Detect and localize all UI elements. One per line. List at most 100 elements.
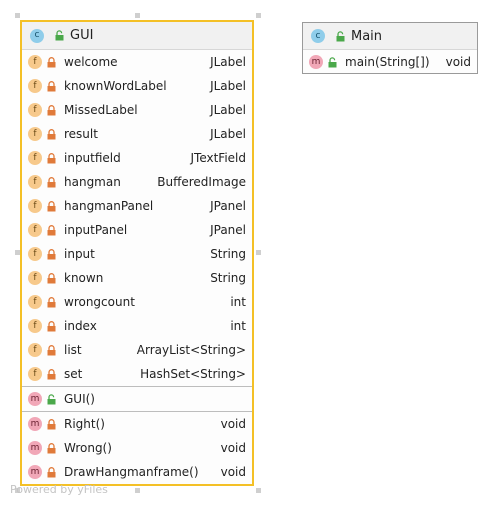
member-type: void — [220, 441, 246, 455]
class-title: GUI — [70, 28, 94, 43]
member-type: String — [210, 271, 246, 285]
private-visibility-icon — [46, 466, 56, 478]
member-type: String — [210, 247, 246, 261]
method-row[interactable]: m GUI() — [22, 387, 252, 411]
resize-handle[interactable] — [135, 13, 140, 18]
member-name: hangmanPanel — [64, 199, 154, 213]
class-header: c Main — [303, 23, 477, 50]
field-row[interactable]: f hangmanPanel JPanel — [22, 194, 252, 218]
member-type: JLabel — [210, 79, 246, 93]
field-row[interactable]: f hangman BufferedImage — [22, 170, 252, 194]
field-icon: f — [28, 79, 42, 93]
member-type: JPanel — [210, 223, 246, 237]
field-row[interactable]: f result JLabel — [22, 122, 252, 146]
class-icon: c — [311, 29, 325, 43]
field-icon: f — [28, 151, 42, 165]
class-icon: c — [30, 28, 44, 43]
member-name: inputPanel — [64, 223, 128, 237]
private-visibility-icon — [46, 104, 56, 116]
member-type: int — [230, 295, 246, 309]
member-type: int — [230, 319, 246, 333]
resize-handle[interactable] — [15, 250, 20, 255]
field-icon: f — [28, 343, 42, 357]
member-name: Right() — [64, 417, 105, 431]
member-name: wrongcount — [64, 295, 135, 309]
method-icon: m — [309, 55, 323, 69]
member-name: result — [64, 127, 98, 141]
field-icon: f — [28, 127, 42, 141]
field-icon: f — [28, 199, 42, 213]
private-visibility-icon — [46, 296, 56, 308]
field-row[interactable]: f inputPanel JPanel — [22, 218, 252, 242]
resize-handle[interactable] — [135, 488, 140, 493]
private-visibility-icon — [46, 152, 56, 164]
member-name: GUI() — [64, 392, 95, 406]
private-visibility-icon — [46, 344, 56, 356]
member-name: index — [64, 319, 97, 333]
method-icon: m — [28, 417, 42, 431]
resize-handle[interactable] — [256, 488, 261, 493]
private-visibility-icon — [46, 442, 56, 454]
member-name: inputfield — [64, 151, 121, 165]
private-visibility-icon — [46, 320, 56, 332]
member-name: set — [64, 367, 83, 381]
method-icon: m — [28, 441, 42, 455]
member-name: knownWordLabel — [64, 79, 167, 93]
method-row[interactable]: m Wrong() void — [22, 436, 252, 460]
resize-handle[interactable] — [256, 250, 261, 255]
method-row[interactable]: m Right() void — [22, 412, 252, 436]
member-type: JLabel — [210, 103, 246, 117]
private-visibility-icon — [46, 368, 56, 380]
member-name: known — [64, 271, 104, 285]
resize-handle[interactable] — [256, 13, 261, 18]
member-type: JLabel — [210, 127, 246, 141]
member-type: void — [445, 55, 471, 69]
member-name: Wrong() — [64, 441, 112, 455]
public-visibility-icon — [327, 56, 337, 68]
member-name: DrawHangmanframe() — [64, 465, 199, 479]
private-visibility-icon — [46, 418, 56, 430]
method-icon: m — [28, 392, 42, 406]
member-name: list — [64, 343, 82, 357]
private-visibility-icon — [46, 128, 56, 140]
public-visibility-icon — [46, 393, 56, 405]
field-icon: f — [28, 223, 42, 237]
constructors-section: m GUI() — [22, 387, 252, 412]
field-row[interactable]: f welcome JLabel — [22, 50, 252, 74]
field-icon: f — [28, 319, 42, 333]
class-title: Main — [351, 28, 383, 44]
member-type: JPanel — [210, 199, 246, 213]
member-type: void — [220, 417, 246, 431]
class-node-main[interactable]: c Main m main(String[]) void — [302, 22, 478, 74]
member-type: BufferedImage — [157, 175, 246, 189]
private-visibility-icon — [46, 80, 56, 92]
class-header: c GUI — [22, 22, 252, 50]
member-type: void — [220, 465, 246, 479]
method-icon: m — [28, 465, 42, 479]
member-type: JLabel — [210, 55, 246, 69]
member-type: HashSet<String> — [140, 367, 246, 381]
member-name: main(String[]) — [345, 55, 430, 69]
field-row[interactable]: f knownWordLabel JLabel — [22, 74, 252, 98]
field-icon: f — [28, 55, 42, 69]
methods-section: m main(String[]) void — [303, 50, 477, 74]
method-row[interactable]: m main(String[]) void — [303, 50, 477, 74]
member-name: welcome — [64, 55, 118, 69]
resize-handle[interactable] — [15, 488, 20, 493]
field-row[interactable]: f index int — [22, 314, 252, 338]
resize-handle[interactable] — [15, 13, 20, 18]
member-name: MissedLabel — [64, 103, 138, 117]
private-visibility-icon — [46, 224, 56, 236]
field-icon: f — [28, 175, 42, 189]
method-row[interactable]: m DrawHangmanframe() void — [22, 460, 252, 484]
member-name: hangman — [64, 175, 121, 189]
